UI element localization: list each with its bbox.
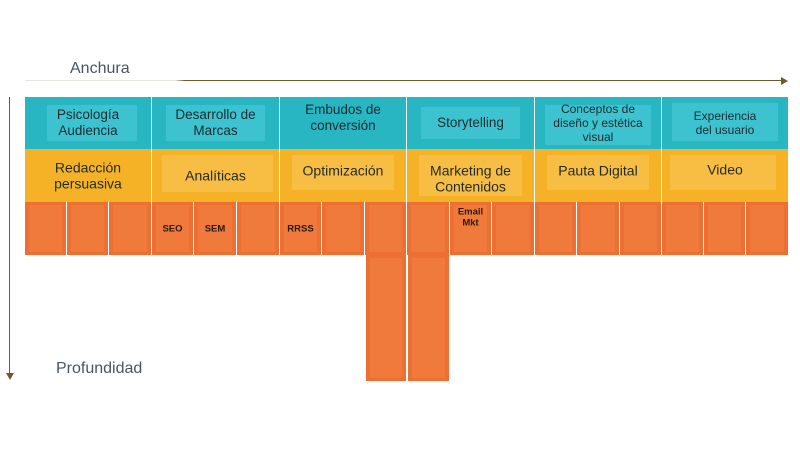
teal-cell-2: Desarrollo de Marcas — [152, 97, 280, 149]
skill-cell — [25, 202, 67, 255]
skill-cell — [109, 202, 152, 255]
skill-cell — [365, 202, 407, 255]
skill-cell — [662, 202, 704, 255]
yellow-cell-3: Optimización — [280, 149, 407, 202]
skill-cell — [407, 202, 450, 255]
yellow-cell-6-text: Video — [707, 161, 743, 178]
yellow-cell-5-text: Pauta Digital — [558, 162, 638, 179]
orange-row: SEO SEM RRSS Email Mkt — [25, 202, 788, 255]
skill-cell-rrss: RRSS — [280, 202, 322, 255]
yellow-cell-2-text: Analíticas — [185, 167, 246, 184]
x-axis-arrow-icon — [781, 77, 788, 85]
skill-cell — [322, 202, 365, 255]
skill-cell-sem: SEM — [194, 202, 237, 255]
skill-cell — [704, 202, 746, 255]
skill-cell — [620, 202, 662, 255]
teal-cell-5: Conceptos de diseño y estética visual — [535, 97, 662, 149]
skill-cell — [535, 202, 577, 255]
skill-cell — [492, 202, 535, 255]
x-axis-line — [25, 80, 783, 81]
deep-column-1 — [365, 255, 407, 381]
teal-row: Psicología Audiencia Desarrollo de Marca… — [25, 97, 788, 149]
teal-cell-6: Experiencia del usuario — [662, 97, 788, 149]
teal-cell-4: Storytelling — [407, 97, 535, 149]
teal-cell-3: Embudos de conversión — [280, 97, 407, 149]
teal-cell-1-text: Psicología Audiencia — [56, 107, 120, 138]
yellow-cell-4: Marketing de Contenidos — [407, 149, 535, 202]
skill-cell — [237, 202, 280, 255]
teal-cell-5-text: Conceptos de diseño y estética visual — [553, 101, 643, 145]
yellow-row: Redacción persuasiva Analíticas Optimiza… — [25, 149, 788, 202]
skill-cell — [67, 202, 109, 255]
teal-cell-3-text: Embudos de conversión — [305, 101, 381, 133]
teal-cell-2-text: Desarrollo de Marcas — [175, 107, 256, 138]
teal-cell-4-text: Storytelling — [437, 115, 504, 131]
x-axis-label: Anchura — [70, 60, 130, 77]
yellow-cell-3-text: Optimización — [302, 162, 384, 179]
deep-column-2 — [407, 255, 450, 381]
skill-cell-seo: SEO — [152, 202, 194, 255]
yellow-cell-2: Analíticas — [152, 149, 280, 202]
skill-cell-email-mkt: Email Mkt — [450, 202, 492, 255]
yellow-cell-4-text: Marketing de Contenidos — [430, 162, 511, 195]
yellow-cell-1: Redacción persuasiva — [25, 149, 152, 202]
yellow-cell-5: Pauta Digital — [535, 149, 662, 202]
teal-cell-6-text: Experiencia del usuario — [693, 108, 757, 137]
skill-cell — [577, 202, 620, 255]
y-axis-line — [9, 97, 10, 373]
yellow-cell-1-text: Redacción persuasiva — [54, 158, 122, 192]
yellow-cell-6: Video — [662, 149, 788, 202]
y-axis-label: Profundidad — [56, 360, 143, 377]
skill-cell — [746, 202, 788, 255]
y-axis-arrow-icon — [6, 373, 14, 380]
teal-cell-1: Psicología Audiencia — [25, 97, 152, 149]
